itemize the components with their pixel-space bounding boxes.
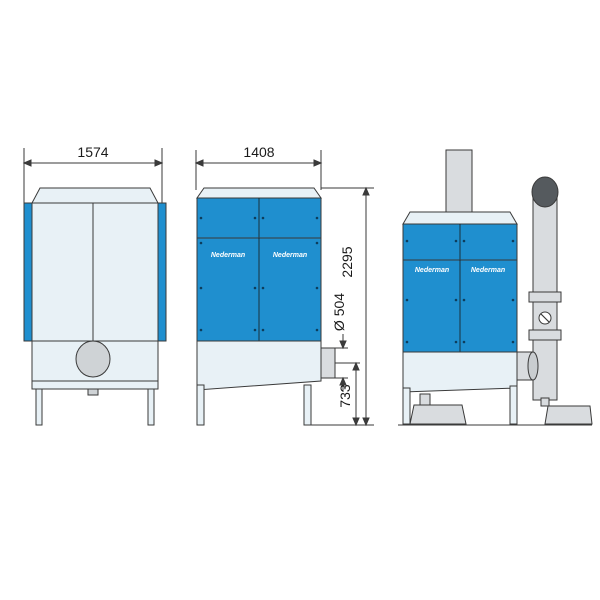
middle-view: 1408 Nederman Nederman	[194, 144, 374, 427]
left-leg-2	[147, 388, 155, 426]
dimension-inlet-height	[335, 361, 360, 427]
left-frame-beam	[31, 380, 159, 390]
pipe-flange-top	[528, 291, 562, 303]
exhaust-cap-icon	[531, 176, 559, 208]
right-chimney	[445, 149, 473, 213]
left-hood	[31, 187, 159, 204]
brand-label-middle-right: Nederman	[273, 252, 307, 259]
left-inlet	[75, 340, 111, 378]
dimension-label-inlet-diameter: Ø 504	[331, 293, 347, 331]
brand-label-right-right: Nederman	[471, 267, 505, 274]
right-dust-bin-2	[544, 405, 593, 425]
left-side-panel-right	[157, 202, 167, 342]
right-leg-2	[509, 385, 518, 425]
right-screws	[405, 239, 515, 344]
brand-label-middle-left: Nederman	[211, 252, 245, 259]
brand-label-right-left: Nederman	[415, 267, 449, 274]
left-view: 1574	[22, 144, 167, 426]
dimension-width-middle	[194, 150, 323, 190]
dimension-height-total	[311, 186, 374, 427]
left-drain	[87, 388, 99, 396]
middle-screws	[199, 216, 319, 332]
middle-leg-2	[303, 384, 312, 426]
left-body	[31, 202, 159, 342]
dimension-label-1574: 1574	[77, 144, 108, 160]
left-leg-1	[35, 388, 43, 426]
dimension-width-left	[22, 148, 164, 205]
dimension-label-1408: 1408	[243, 144, 274, 160]
right-leg-1	[402, 387, 411, 425]
pipe-flange-bottom	[528, 329, 562, 341]
middle-inlet-stub	[320, 347, 336, 379]
right-hood	[402, 211, 518, 225]
right-view: Nederman Nederman	[398, 149, 593, 426]
dimension-inlet-diameter	[335, 334, 348, 392]
dimension-label-2295: 2295	[339, 246, 355, 277]
right-hopper	[402, 351, 518, 393]
middle-leg-1	[196, 384, 205, 426]
middle-hood	[196, 187, 322, 199]
middle-hopper	[196, 340, 322, 391]
left-side-panel-left	[23, 202, 33, 342]
dimension-label-733: 733	[337, 384, 353, 408]
right-dust-bin-1	[409, 404, 467, 425]
